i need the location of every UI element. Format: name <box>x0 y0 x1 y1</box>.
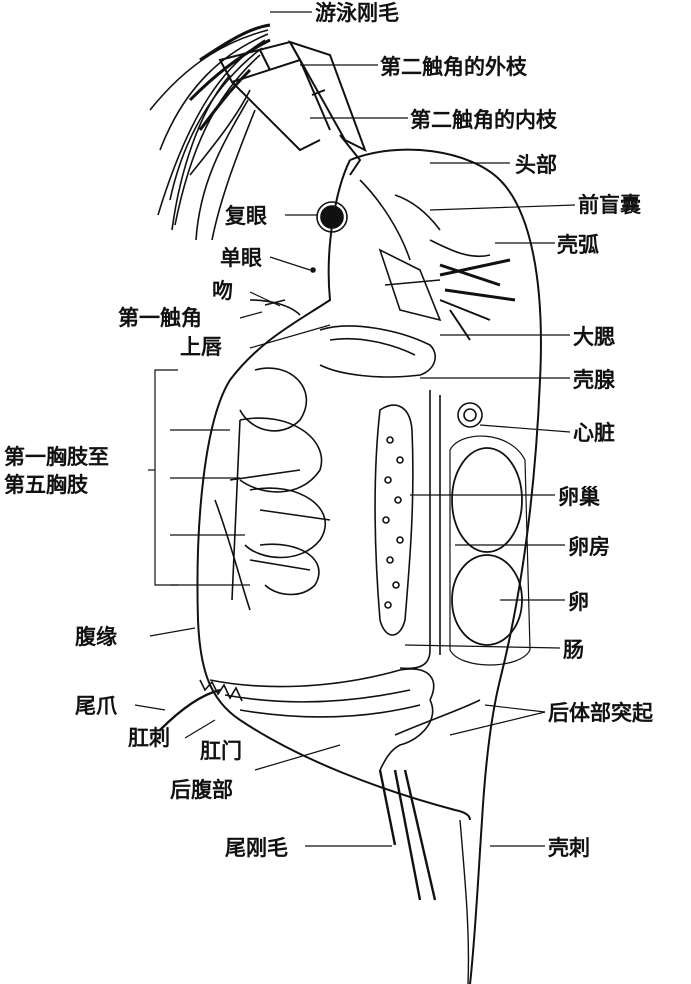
label-abdominal-process: 后体部突起 <box>548 701 654 725</box>
label-mandible: 大腮 <box>573 325 615 349</box>
label-shell-gland: 壳腺 <box>572 368 616 392</box>
brood-chamber-drawing <box>449 435 531 666</box>
label-brood-chamber: 卵房 <box>568 535 610 559</box>
label-thoracic-limbs-1: 第一胸肢至 <box>4 445 109 469</box>
label-antenna1: 第一触角 <box>118 306 202 330</box>
label-thoracic-limbs-2: 第五胸肢 <box>4 473 89 497</box>
label-upper-lip: 上唇 <box>180 335 223 359</box>
label-compound-eye: 复眼 <box>224 204 267 228</box>
label-intestine: 肠 <box>563 638 584 662</box>
second-antenna-drawing <box>218 40 367 176</box>
label-rostrum: 吻 <box>212 279 233 303</box>
label-head: 头部 <box>515 153 557 177</box>
label-postabdominal-claw: 尾爪 <box>75 694 118 718</box>
label-ventral-margin: 腹缘 <box>75 625 117 649</box>
label-swim-setae: 游泳刚毛 <box>315 1 399 25</box>
label-caecum: 前盲囊 <box>578 193 641 217</box>
thoracic-limbs-drawing <box>214 325 436 611</box>
label-fornix: 壳弧 <box>556 233 599 257</box>
head-interior-drawing <box>249 179 516 341</box>
label-caudal-setae: 尾刚毛 <box>225 836 288 860</box>
leader-lines <box>134 11 576 847</box>
label-shell-spine: 壳刺 <box>547 836 590 860</box>
label-anal-spines: 肛刺 <box>128 726 170 750</box>
swimming-setae-drawing <box>149 23 271 241</box>
label-ovary: 卵巢 <box>558 485 600 509</box>
label-ocellus: 单眼 <box>220 246 262 270</box>
label-antenna2-inner: 第二触角的内枝 <box>410 108 558 132</box>
postabdomen-drawing <box>159 668 481 901</box>
label-antenna2-outer: 第二触角的外枝 <box>380 55 528 79</box>
label-egg: 卵 <box>568 590 589 614</box>
ovary-intestine-drawing <box>374 390 483 670</box>
label-postabdomen: 后腹部 <box>170 778 233 802</box>
label-anus: 肛门 <box>200 739 242 763</box>
label-heart: 心脏 <box>573 421 615 445</box>
